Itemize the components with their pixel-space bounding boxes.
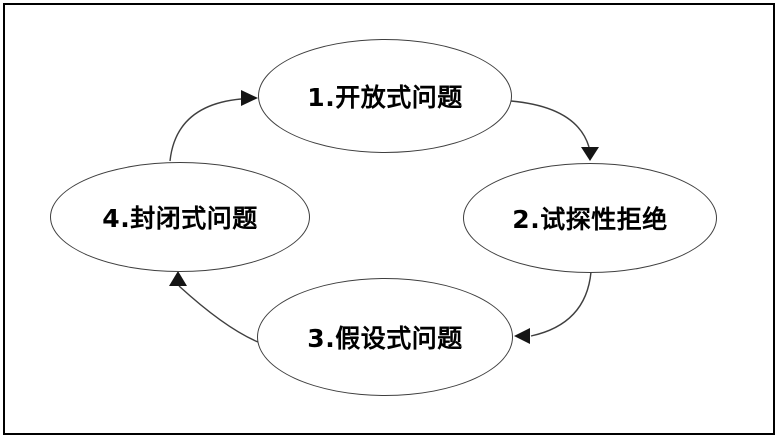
node-label: 2.试探性拒绝 — [512, 205, 668, 234]
arrow-3-to-4-icon — [169, 271, 259, 343]
node-label: 1.开放式问题 — [307, 83, 463, 112]
cycle-node-open-question: 1.开放式问题 — [258, 39, 512, 153]
arrow-1-to-2-icon — [510, 100, 599, 161]
node-label: 4.封闭式问题 — [102, 204, 258, 233]
arrow-2-to-3-icon — [514, 271, 592, 344]
arrow-4-to-1-icon — [169, 90, 258, 162]
cycle-node-closed-question: 4.封闭式问题 — [50, 162, 310, 272]
cycle-node-hypothetical-question: 3.假设式问题 — [257, 278, 513, 396]
cycle-node-tentative-refusal: 2.试探性拒绝 — [463, 163, 717, 273]
node-label: 3.假设式问题 — [307, 324, 463, 353]
